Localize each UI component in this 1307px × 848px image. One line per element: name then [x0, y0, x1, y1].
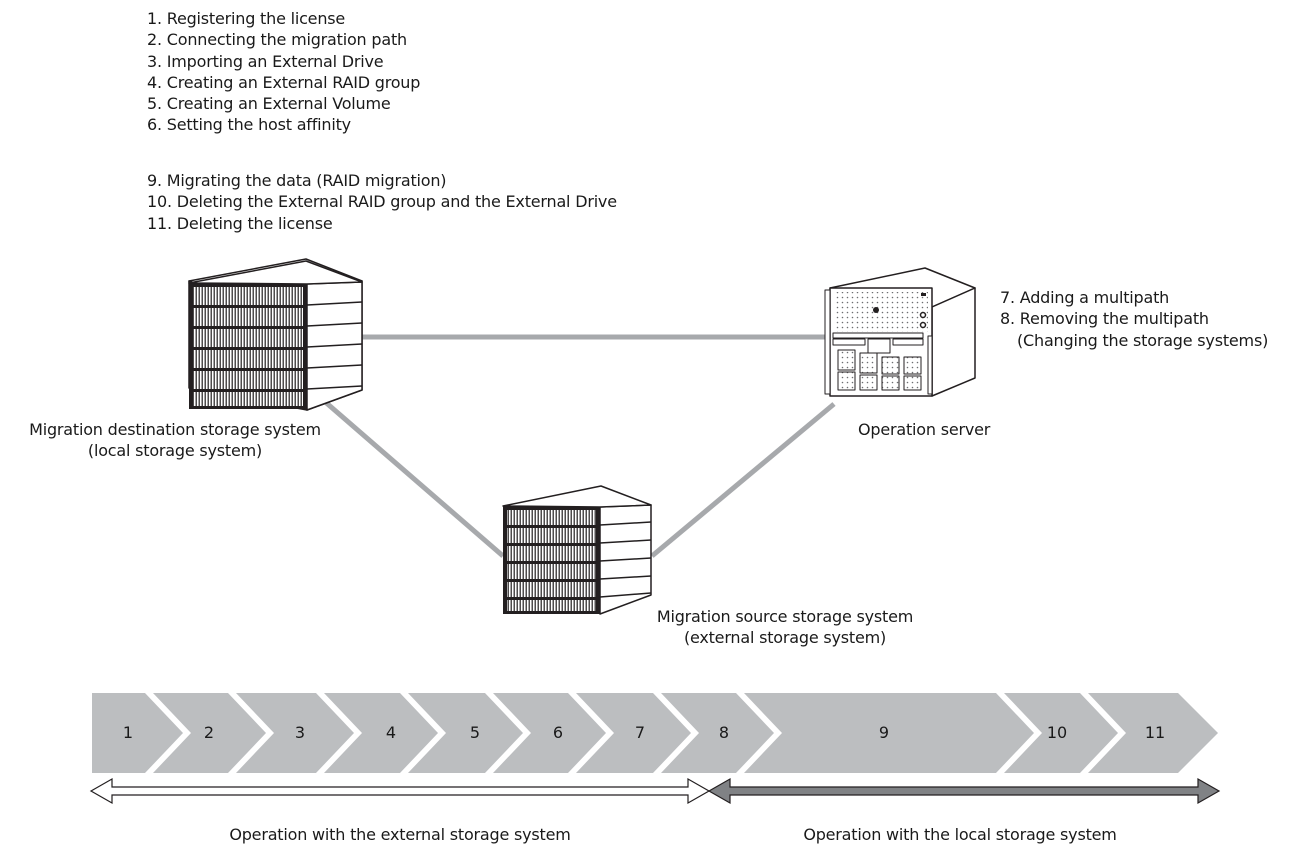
migration-steps-list: 9. Migrating the data (RAID migration) 1…	[147, 170, 617, 234]
destination-storage-label: Migration destination storage system (lo…	[0, 419, 350, 461]
timeline-step-4: 4	[386, 723, 396, 742]
source-storage-name: Migration source storage system	[656, 607, 914, 626]
timeline-chevron-8	[661, 693, 774, 773]
source-storage-icon	[502, 485, 652, 615]
step-item: 7. Adding a multipath	[1000, 288, 1170, 307]
timeline-step-8: 8	[719, 723, 729, 742]
connection-lines	[321, 334, 836, 558]
external-phase-label: Operation with the external storage syst…	[229, 825, 571, 844]
link-source-server	[650, 402, 836, 558]
external-phase-arrow	[89, 777, 711, 805]
timeline-step-5: 5	[470, 723, 480, 742]
timeline-chevron-9	[744, 693, 1034, 773]
timeline-chevron-10	[1004, 693, 1118, 773]
timeline-step-3: 3	[295, 723, 305, 742]
timeline-chevron-11	[1088, 693, 1218, 773]
server-steps-list: 7. Adding a multipath 8. Removing the mu…	[1000, 287, 1268, 351]
timeline-chevron-7	[576, 693, 691, 773]
link-destination-source	[321, 398, 505, 558]
step-item: 3. Importing an External Drive	[147, 51, 384, 71]
timeline-chevron-1	[92, 693, 183, 773]
step-item: 10. Deleting the External RAID group and…	[147, 192, 617, 212]
local-phase-label: Operation with the local storage system	[803, 825, 1117, 844]
step-item: 8. Removing the multipath	[1000, 309, 1209, 329]
local-phase-arrow	[707, 777, 1221, 805]
timeline-chevron-3	[236, 693, 354, 773]
step-item: 9. Migrating the data (RAID migration)	[147, 171, 447, 190]
timeline-step-9: 9	[879, 723, 889, 742]
step-item: 5. Creating an External Volume	[147, 94, 391, 114]
operation-server-icon	[824, 267, 976, 397]
timeline-numbers: 1 2 3 4 5 6 7 8 9 10 11	[123, 723, 1165, 742]
timeline-chevron-5	[408, 693, 523, 773]
step-item: 4. Creating an External RAID group	[147, 72, 421, 92]
destination-storage-role: (local storage system)	[87, 441, 263, 460]
step-item: 1. Registering the license	[147, 9, 346, 28]
timeline-step-2: 2	[204, 723, 214, 742]
setup-steps-list: 1. Registering the license 2. Connecting…	[147, 8, 420, 136]
timeline-step-1: 1	[123, 723, 133, 742]
timeline-chevrons	[92, 693, 1218, 773]
timeline-chevron-2	[153, 693, 266, 773]
timeline-step-7: 7	[635, 723, 645, 742]
destination-storage-name: Migration destination storage system	[29, 420, 321, 439]
destination-storage-icon	[188, 258, 363, 411]
step-item: 11. Deleting the license	[147, 213, 333, 233]
operation-server-label: Operation server	[858, 420, 991, 439]
step-item: (Changing the storage systems)	[1017, 330, 1269, 350]
step-item: 2. Connecting the migration path	[147, 30, 407, 50]
timeline-step-6: 6	[553, 723, 563, 742]
step-item: 6. Setting the host affinity	[147, 115, 351, 135]
timeline-step-11: 11	[1145, 723, 1165, 742]
source-storage-label: Migration source storage system (externa…	[620, 606, 950, 648]
timeline-step-10: 10	[1047, 723, 1067, 742]
timeline-chevron-6	[493, 693, 606, 773]
source-storage-role: (external storage system)	[683, 628, 887, 647]
timeline-chevron-4	[324, 693, 438, 773]
